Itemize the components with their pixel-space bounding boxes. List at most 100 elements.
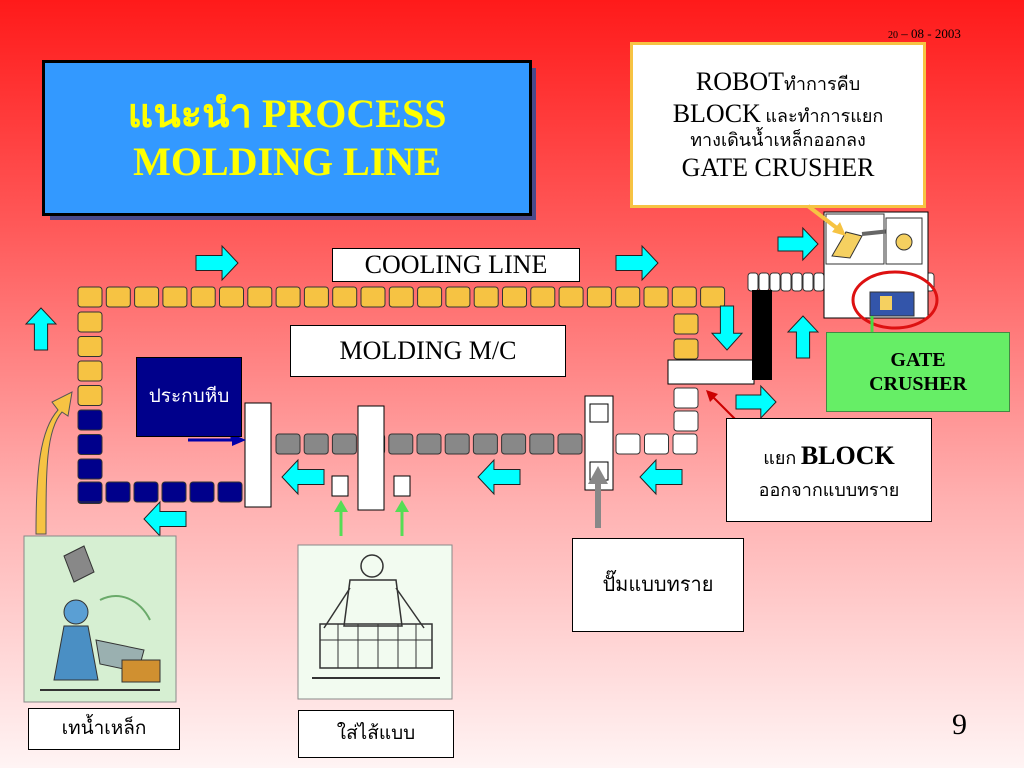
robot-note-line-1: ROBOTทำการคีบ <box>696 66 860 98</box>
mold-block-cooling <box>77 286 103 308</box>
flow-arrow-left-icon <box>143 500 187 538</box>
mold-block-cooling <box>388 286 414 308</box>
mold-block-cooling <box>332 286 358 308</box>
cooling-line-label: COOLING LINE <box>332 248 580 282</box>
separate-small: แยก <box>763 447 801 468</box>
mold-block-cooling <box>643 286 669 308</box>
separate-big: BLOCK <box>800 440 895 470</box>
sand-press-window-top <box>589 403 609 423</box>
mold-block-cooling <box>558 286 584 308</box>
robot-note-l2b: และทำการแยก <box>760 106 884 127</box>
mold-block-cooling <box>671 286 697 308</box>
mold-block-poured <box>77 458 103 480</box>
mold-block-cooling <box>303 286 329 308</box>
mold-block-cooling <box>473 286 499 308</box>
mold-block-cooling <box>134 286 160 308</box>
mold-block-cooling <box>77 385 103 406</box>
date-rest: – 08 - 2003 <box>901 26 961 41</box>
flow-arrow-down-icon <box>710 305 744 351</box>
robot-conveyor-slot <box>802 272 814 292</box>
flow-arrow-right-icon <box>195 244 239 282</box>
separator-pusher <box>752 290 772 380</box>
title-line-1: แนะนำ PROCESS <box>127 91 447 136</box>
mold-block-molding <box>303 433 329 455</box>
date-prefix: 20 <box>888 30 898 41</box>
robot-note-line-4: GATE CRUSHER <box>681 152 875 182</box>
mold-block-poured <box>105 481 131 503</box>
pour-curve-arrow <box>35 391 73 535</box>
pour-iron-label: เทน้ำเหล็ก <box>28 708 180 750</box>
mold-block-poured <box>217 481 243 503</box>
molding-plate-mid <box>357 405 385 511</box>
gate-crusher-line-1: GATE <box>890 349 946 371</box>
slide-title: แนะนำ PROCESS MOLDING LINE <box>42 60 532 216</box>
mold-block-poured <box>77 409 103 431</box>
separate-line-1: แยก BLOCK <box>727 435 931 477</box>
mold-block-cooling <box>360 286 386 308</box>
robot-note-pointer-head <box>832 222 846 236</box>
robot-conveyor-slot <box>791 272 803 292</box>
mold-block-molding <box>444 433 470 455</box>
mold-block-cooling <box>247 286 273 308</box>
core-slot-left <box>331 475 349 497</box>
slide-date: 20 – 08 - 2003 <box>888 26 961 42</box>
clamp-mold-label: ประกบหีบ <box>136 357 242 437</box>
mold-block-cooling <box>700 286 726 308</box>
mold-block-cooling <box>275 286 301 308</box>
mold-block-poured <box>77 481 103 503</box>
flow-arrow-left-icon <box>639 458 683 496</box>
mold-block-empty <box>644 433 669 455</box>
flow-arrow-left-icon <box>281 458 325 496</box>
insert-core-label: ใส่ไส้แบบ <box>298 710 454 758</box>
robot-note: ROBOTทำการคีบ BLOCK และทำการแยก ทางเดินน… <box>630 42 926 208</box>
mold-block-cooling <box>417 286 443 308</box>
gate-crusher-highlight <box>851 270 939 330</box>
flow-arrows <box>24 226 820 538</box>
pump-arrow-head <box>588 466 608 484</box>
core-arrow-right-head <box>395 500 409 512</box>
flow-arrow-up-icon <box>786 315 820 359</box>
robot-gripper <box>895 233 913 251</box>
mold-block-molding <box>529 433 555 455</box>
shakeout-platform <box>667 359 755 385</box>
separate-block-label: แยก BLOCK ออกจากแบบทราย <box>726 418 932 522</box>
page-number: 9 <box>952 708 967 741</box>
mold-block-poured <box>133 481 159 503</box>
robot-conveyor-slot <box>780 272 792 292</box>
core-illustration <box>297 544 453 700</box>
robot-conveyor-slot <box>758 272 770 292</box>
flow-arrow-right-icon <box>615 244 659 282</box>
separate-line-2: ออกจากแบบทราย <box>758 480 900 501</box>
mold-block-cooling <box>586 286 612 308</box>
robot-note-l1b: ทำการคีบ <box>784 74 861 95</box>
mold-block-empty <box>673 410 699 432</box>
sand-mold-pump-label: ปั๊มแบบทราย <box>572 538 744 632</box>
molding-plate-left <box>244 402 272 508</box>
robot-note-line-3: ทางเดินน้ำเหล็กออกลง <box>690 129 866 150</box>
mold-block-molding <box>275 433 301 455</box>
mold-block-cooling <box>219 286 244 308</box>
mold-block-cooling <box>445 286 471 308</box>
robot-conveyor-slot <box>769 272 781 292</box>
molding-mc-label: MOLDING M/C <box>290 325 566 377</box>
clamp-connector-head <box>232 434 246 446</box>
mold-block-cooling <box>530 286 556 308</box>
mold-block-cooling <box>77 311 103 333</box>
crusher-detail <box>880 296 892 310</box>
robot-note-l2a: BLOCK <box>672 99 761 129</box>
core-slot-right <box>393 475 411 497</box>
mold-block-molding <box>472 433 498 455</box>
mold-block-cooling <box>77 360 103 382</box>
flow-arrow-left-icon <box>477 458 521 496</box>
mold-block-cooling <box>190 286 216 308</box>
separate-block-pointer-head <box>706 390 718 402</box>
mold-block-cooling <box>105 286 131 308</box>
mold-block-cooling <box>673 338 699 360</box>
gate-crusher-label: GATE CRUSHER <box>826 332 1010 412</box>
flow-arrow-up-icon <box>24 307 58 351</box>
mold-block-poured <box>77 434 103 455</box>
mold-block-empty <box>673 387 699 409</box>
robot-note-l1a: ROBOT <box>695 67 784 97</box>
robot-note-line-2: BLOCK และทำการแยก <box>673 98 884 130</box>
